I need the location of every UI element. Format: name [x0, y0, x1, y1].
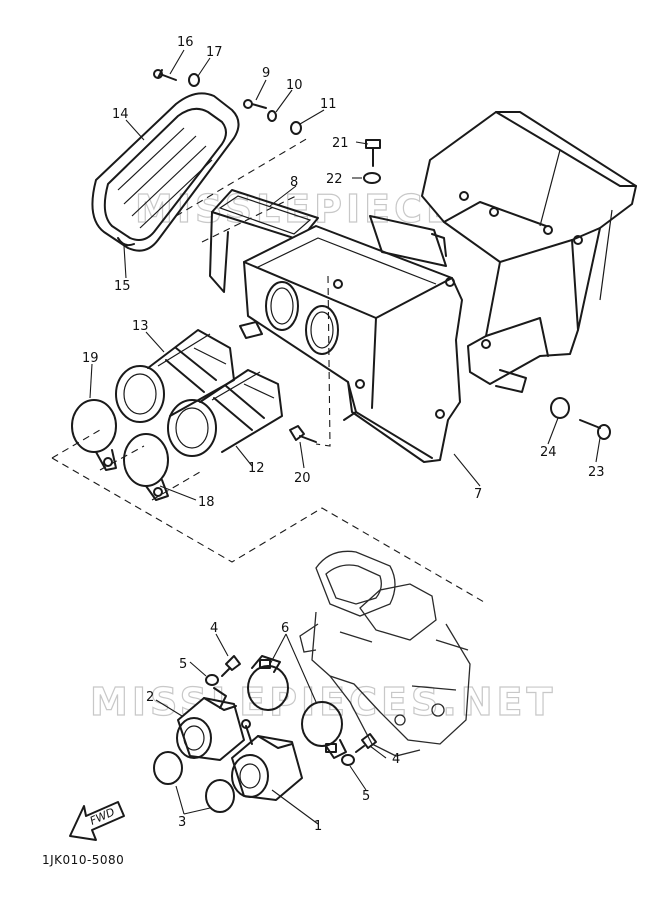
callout-6: 6: [281, 621, 289, 636]
callout-14: 14: [112, 107, 129, 122]
callout-21: 21: [332, 136, 349, 151]
callout-15: 15: [114, 279, 131, 294]
callout-19: 19: [82, 351, 99, 366]
screw-4a: [221, 655, 241, 677]
grommet-11: [290, 121, 302, 135]
callout-4a: 4: [210, 621, 218, 636]
callout-18: 18: [198, 495, 215, 510]
intake-joint-12: [167, 369, 283, 457]
screw-4b: [355, 733, 377, 753]
o-ring-3a: [153, 751, 183, 785]
drawing-code: 1JK010-5080: [42, 853, 124, 867]
clamp-6b: [301, 701, 347, 759]
callout-9: 9: [262, 66, 270, 81]
callout-3: 3: [178, 815, 186, 830]
callout-10: 10: [286, 78, 303, 93]
carburetor-assembly-outline: [299, 550, 471, 757]
intake-joint-13: [115, 329, 235, 423]
callout-24: 24: [540, 445, 557, 460]
o-ring-3b: [205, 779, 235, 813]
callout-13: 13: [132, 319, 149, 334]
callout-20: 20: [294, 471, 311, 486]
clamp-19: [71, 399, 117, 471]
bolt-16: [153, 69, 177, 81]
callout-labels: 16 17 9 10 11 14 15 8 21 22 13 19 12 18 …: [82, 35, 605, 834]
bolt-9: [243, 99, 267, 109]
washer-5b: [341, 754, 355, 766]
callout-23: 23: [588, 465, 605, 480]
callout-5a: 5: [179, 657, 187, 672]
callout-5b: 5: [362, 789, 370, 804]
callout-17: 17: [206, 45, 223, 60]
carburetor-joint-1: [231, 719, 303, 801]
washer-22: [363, 172, 381, 184]
bolt-20: [289, 425, 317, 443]
forward-arrow: FWD: [69, 801, 125, 841]
callout-7: 7: [474, 487, 482, 502]
forward-label: FWD: [88, 805, 117, 827]
callout-4b: 4: [392, 752, 400, 767]
washer-5a: [205, 674, 219, 686]
callout-8: 8: [290, 175, 298, 190]
assembly-reference-lines: [51, 137, 485, 603]
clamp-18: [123, 433, 169, 501]
callout-16: 16: [177, 35, 194, 50]
screw-21: [365, 139, 381, 167]
callout-1: 1: [314, 819, 322, 834]
washer-10: [267, 110, 277, 122]
air-filter-case-cover: [209, 189, 319, 293]
washer-17: [188, 73, 200, 87]
leader-lines: [89, 49, 601, 825]
washer-24: [550, 397, 570, 419]
bolt-23: [579, 419, 611, 440]
air-filter-case: [239, 225, 463, 463]
carburetor-joint-2: [176, 687, 245, 761]
callout-2: 2: [146, 690, 154, 705]
callout-12: 12: [248, 461, 265, 476]
callout-22: 22: [326, 172, 343, 187]
air-box-rear-bracket: [369, 111, 637, 393]
callout-11: 11: [320, 97, 337, 112]
air-filter-element: [91, 92, 240, 252]
